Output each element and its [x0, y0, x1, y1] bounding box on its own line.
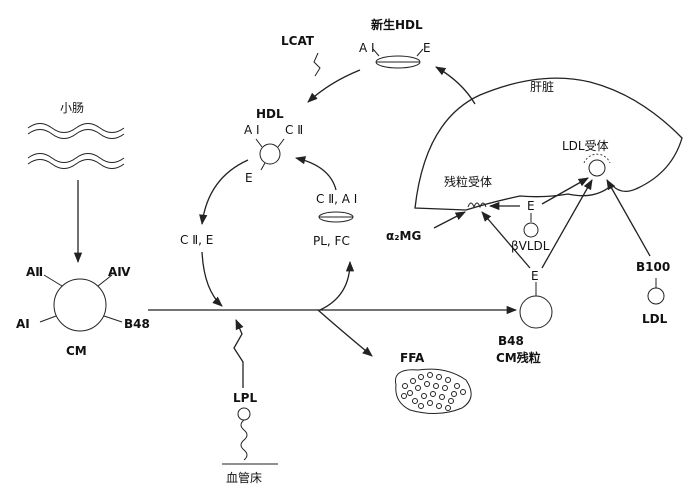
lcat-zigzag: [313, 52, 321, 77]
disc-to-hdl-arrow: [294, 156, 337, 191]
liver-label: 肝脏: [530, 79, 554, 94]
cm-particle: [39, 274, 123, 332]
alpha2mg-label: α₂MG: [386, 229, 421, 243]
nascent-hdl-a1-label: A Ⅰ: [359, 41, 375, 55]
pl-fc-label: PL, FC: [313, 234, 350, 248]
liver-shape: [414, 77, 683, 211]
nascent-hdl-label: 新生HDL: [371, 17, 423, 32]
beta-vldl-label: βVLDL: [511, 239, 550, 253]
nascent-hdl-disc: [372, 48, 424, 69]
lpl-anchor: [222, 407, 278, 465]
ldl-receptor-label: LDL受体: [562, 139, 609, 153]
ldl-particle: [647, 278, 665, 305]
lpl-label: LPL: [233, 391, 257, 405]
alpha2mg-to-remnant-receptor-arrow: [433, 211, 466, 229]
cm-a1-label: AⅠ: [16, 317, 30, 331]
liver-to-nascent-hdl-arrow: [435, 66, 476, 105]
remnant-to-remnant-receptor-arrow: [481, 211, 531, 269]
c2-e-label: C Ⅱ, E: [180, 233, 213, 247]
ffa-label: FFA: [400, 351, 425, 365]
b100-label: B100: [636, 260, 670, 274]
hdl-e-label: E: [245, 171, 253, 185]
c2e-to-pathway-arrow: [201, 251, 223, 307]
beta-vldl-e-label: E: [527, 199, 535, 213]
remnant-receptor-mark: [467, 202, 487, 209]
cm-label: CM: [66, 344, 87, 358]
ldl-label: LDL: [642, 312, 668, 326]
remnant-receptor-label: 残粒受体: [444, 174, 492, 189]
pathway-to-pl-fc-arrow: [319, 260, 355, 311]
hdl-a1-label: A Ⅰ: [244, 123, 260, 137]
cm-remnant-particle: [519, 282, 553, 329]
cm-a4-label: AⅣ: [108, 265, 131, 279]
hdl-c2-label: C Ⅱ: [285, 123, 303, 137]
hdl-to-c2e-arrow: [199, 159, 249, 226]
vascular-bed-label: 血管床: [226, 470, 262, 485]
surface-disc: [318, 211, 354, 223]
hdl-label: HDL: [256, 107, 284, 121]
cm-remnant-label: CM残粒: [496, 350, 541, 365]
beta-vldl-particle: [523, 213, 539, 238]
remnant-to-ldl-receptor-arrow: [541, 179, 593, 269]
cm-remnant-b48-label: B48: [498, 334, 524, 348]
nascent-hdl-e-label: E: [423, 41, 431, 55]
small-intestine-waves: [27, 123, 125, 169]
cm-remnant-e-label: E: [531, 269, 539, 283]
lcat-label: LCAT: [281, 34, 315, 48]
lpl-activation-zigzag: [233, 319, 244, 388]
cm-a2-label: AⅡ: [26, 265, 43, 279]
beta-vldl-to-ldl-receptor-arrow: [541, 177, 589, 205]
ldl-to-ldl-receptor-arrow: [606, 179, 651, 257]
small-intestine-label: 小肠: [60, 101, 84, 115]
nascent-to-hdl-arrow: [307, 69, 361, 103]
ldl-receptor-mark: [588, 159, 606, 177]
ldl-receptor-halo: [583, 153, 611, 164]
hdl-particle: [255, 138, 285, 171]
pathway-to-ffa-arrow: [317, 309, 373, 357]
c2-a1-label: C Ⅱ, A Ⅰ: [316, 192, 357, 206]
ffa-blob: [394, 368, 472, 414]
cm-b48-label: B48: [124, 317, 150, 331]
